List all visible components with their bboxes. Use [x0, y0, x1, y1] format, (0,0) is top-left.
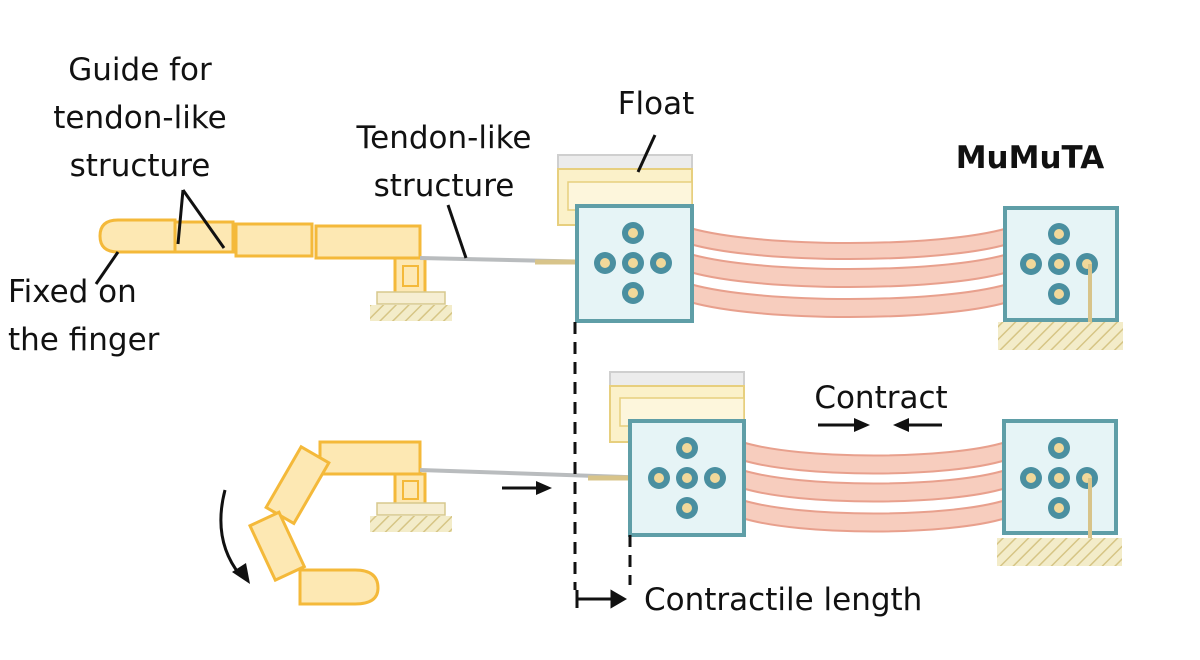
finger-bent	[247, 440, 452, 606]
muscle-fibers-bottom	[741, 440, 1007, 533]
label-fixed-line1: Fixed on	[8, 274, 137, 310]
label-float: Float	[618, 86, 695, 122]
module-bottom-right	[997, 419, 1122, 566]
contractile-length-arrow	[575, 589, 627, 609]
module-top-left	[575, 204, 694, 323]
label-fixed-line2: the finger	[8, 322, 160, 358]
dashed-lines	[573, 322, 632, 590]
muscle-fibers-top	[689, 226, 1009, 318]
label-guide-line2: tendon-like	[53, 100, 227, 136]
label-mumuta: MuMuTA	[956, 140, 1105, 176]
finger-straight	[98, 218, 452, 321]
pull-arrow	[502, 481, 552, 495]
module-top-right	[998, 206, 1123, 350]
bend-rotation-arrow	[219, 489, 250, 584]
module-bottom-left	[628, 419, 746, 537]
label-tendon-line2: structure	[374, 168, 515, 204]
contract-arrows	[818, 418, 942, 432]
label-guide-line3: structure	[70, 148, 211, 184]
label-tendon-line1: Tendon-like	[355, 120, 531, 156]
leader-lines	[94, 134, 657, 285]
label-contract: Contract	[814, 380, 947, 416]
label-contractile-length: Contractile length	[644, 582, 922, 618]
label-guide-line1: Guide for	[68, 52, 212, 88]
